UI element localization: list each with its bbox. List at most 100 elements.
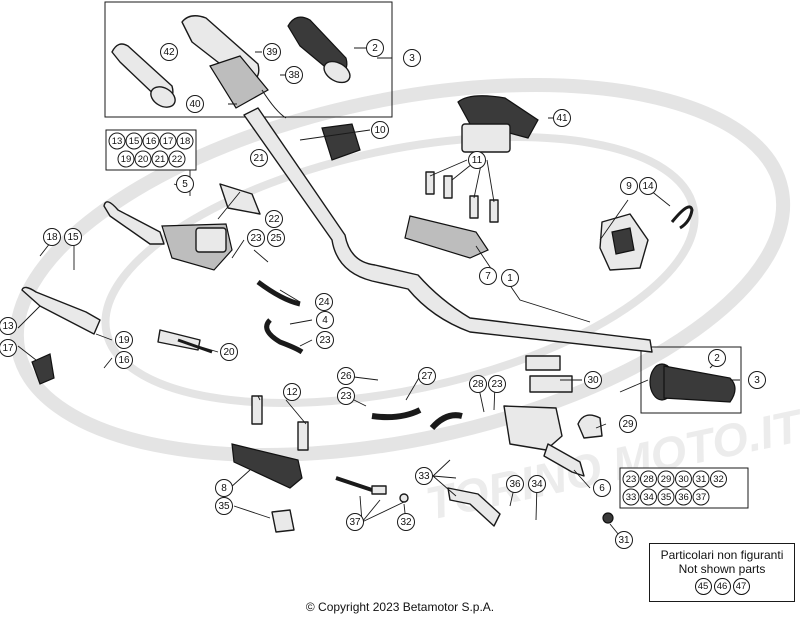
left-master-cylinder-5 (103, 201, 233, 271)
kit-part-23: 23 (622, 470, 640, 488)
callout-label: 11 (472, 155, 483, 166)
callout-label: 33 (418, 471, 430, 482)
callout-7: 7 (479, 267, 497, 285)
kit-part-35: 35 (657, 488, 675, 506)
callout-33: 33 (415, 467, 433, 485)
callout-label: 37 (349, 517, 361, 528)
callout-label: 1 (507, 273, 513, 284)
not-shown-parts-box: Particolari non figuranti Not shown part… (649, 543, 795, 602)
callout-label: 32 (400, 517, 412, 528)
callout-16: 16 (115, 351, 133, 369)
callout-34: 34 (528, 475, 546, 493)
kit-part-22: 22 (168, 150, 186, 168)
callout-40: 40 (186, 95, 204, 113)
callout-label: 21 (253, 153, 265, 164)
switch-9 (599, 213, 649, 271)
kit-part-label: 23 (626, 474, 637, 485)
kit-part-21: 21 (151, 150, 169, 168)
callout-4: 4 (316, 311, 334, 329)
handlebar (243, 107, 653, 353)
copyright-text: © Copyright 2023 Betamotor S.p.A. (305, 600, 495, 614)
callout-label: 9 (626, 181, 632, 192)
callout-24: 24 (315, 293, 333, 311)
callout-label: 6 (599, 483, 605, 494)
callout-23: 23 (316, 331, 334, 349)
callout-label: 27 (421, 371, 433, 382)
callout-label: 18 (46, 232, 58, 243)
callout-1: 1 (501, 269, 519, 287)
instrument-41 (457, 95, 539, 153)
lever-13 (21, 286, 101, 335)
callout-29: 29 (619, 415, 637, 433)
hose-27 (371, 407, 422, 421)
kit-part-label: 33 (626, 492, 637, 503)
callout-9: 9 (620, 177, 638, 195)
kit-part-label: 32 (713, 474, 724, 485)
callout-layer: 1223345678910111213141516171819202122232… (0, 39, 766, 549)
callout-label: 31 (618, 535, 630, 546)
grip-right-2 (649, 363, 736, 403)
kit-part-31: 31 (692, 470, 710, 488)
callout-label: 39 (266, 47, 278, 58)
kit-part-17: 17 (159, 132, 177, 150)
callout-label: 5 (182, 179, 188, 190)
nut-31 (602, 512, 614, 524)
callout-8: 8 (215, 479, 233, 497)
callout-30: 30 (584, 371, 602, 389)
kit-part-label: 17 (163, 136, 174, 147)
callout-label: 29 (622, 419, 634, 430)
kit-part-29: 29 (657, 470, 675, 488)
callout-label: 16 (118, 355, 130, 366)
kit-part-34: 34 (640, 488, 657, 506)
note-part-number: 45 (694, 578, 712, 595)
kit-part-28: 28 (640, 470, 657, 488)
callout-label: 13 (2, 321, 14, 332)
kit-part-label: 15 (129, 136, 140, 147)
lower-clamp-8 (231, 395, 309, 489)
spring-20 (157, 329, 213, 354)
callout-label: 40 (189, 99, 201, 110)
callout-label: 42 (163, 47, 175, 58)
callout-label: 8 (221, 483, 227, 494)
block-17 (31, 353, 55, 385)
callout-label: 34 (531, 479, 543, 490)
kit-part-label: 34 (643, 492, 654, 503)
kit-part-label: 31 (696, 474, 707, 485)
kit-part-label: 13 (112, 136, 123, 147)
clip-29 (577, 414, 603, 439)
kit-part-19: 19 (117, 150, 135, 168)
callout-label: 12 (286, 387, 298, 398)
callout-23: 23 (488, 375, 506, 393)
kit-part-label: 28 (643, 474, 654, 485)
leader-lines (17, 47, 740, 541)
callout-13: 13 (0, 317, 17, 335)
callout-14: 14 (639, 177, 657, 195)
kit-part-label: 16 (146, 136, 157, 147)
callout-label: 14 (642, 181, 654, 192)
cable-14 (670, 205, 694, 230)
callout-5: 5 (176, 175, 194, 193)
callout-17: 17 (0, 339, 17, 357)
hose-24 (256, 279, 304, 355)
note-part-number: 46 (713, 578, 731, 595)
callout-11: 11 (468, 151, 486, 169)
note-parts: 45 46 47 (650, 578, 794, 595)
callout-28: 28 (469, 375, 487, 393)
callout-label: 22 (268, 214, 280, 225)
kit-part-33: 33 (622, 488, 640, 506)
right-master-cylinder-6 (503, 355, 585, 477)
kit-part-36: 36 (675, 488, 692, 506)
callout-2: 2 (366, 39, 384, 57)
callout-21: 21 (250, 149, 268, 167)
callout-26: 26 (337, 367, 355, 385)
callout-label: 7 (485, 271, 491, 282)
kit-part-label: 29 (661, 474, 672, 485)
callout-label: 28 (472, 379, 484, 390)
kit-part-label: 36 (678, 492, 689, 503)
callout-label: 4 (322, 315, 328, 326)
callout-20: 20 (220, 343, 238, 361)
kit-part-label: 19 (121, 154, 132, 165)
callout-41: 41 (553, 109, 571, 127)
kit-part-label: 35 (661, 492, 672, 503)
right-grip-frame (640, 346, 742, 414)
